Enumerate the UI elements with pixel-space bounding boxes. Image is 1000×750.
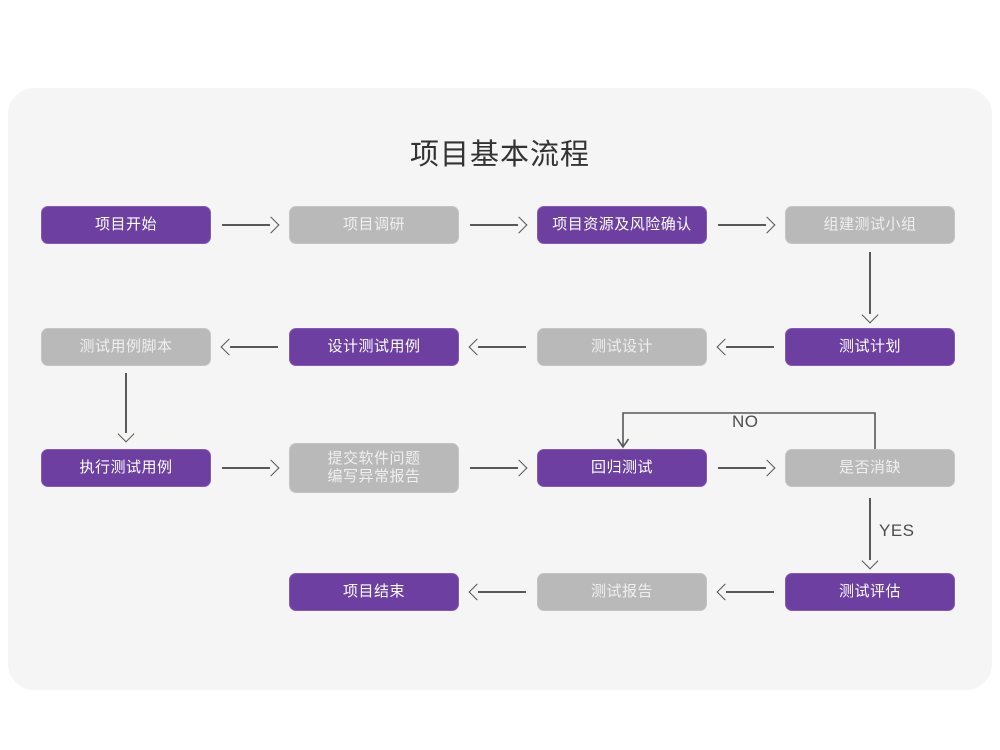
connector-arrow-right [718, 459, 776, 476]
node-design-test-case[interactable]: 设计测试用例 [289, 328, 459, 366]
node-submit-defect-report[interactable]: 提交软件问题 编写异常报告 [289, 443, 459, 493]
node-test-case-script[interactable]: 测试用例脚本 [41, 328, 211, 366]
node-execute-test-case[interactable]: 执行测试用例 [41, 449, 211, 487]
node-project-start[interactable]: 项目开始 [41, 206, 211, 244]
connector-arrow-right [470, 459, 528, 476]
connector-arrow-left [716, 583, 774, 600]
connector-arrow-right [470, 216, 528, 233]
loop-label-yes: YES [879, 521, 915, 540]
node-form-test-team[interactable]: 组建测试小组 [785, 206, 955, 244]
connector-arrow-down-script-to-execute [117, 373, 135, 443]
node-project-end[interactable]: 项目结束 [289, 573, 459, 611]
node-defect-cleared[interactable]: 是否消缺 [785, 449, 955, 487]
loop-label-no: NO [732, 412, 759, 431]
node-test-report[interactable]: 测试报告 [537, 573, 707, 611]
node-test-evaluation[interactable]: 测试评估 [785, 573, 955, 611]
connector-arrow-left [468, 583, 526, 600]
connector-arrow-down-cleared-to-evaluation [861, 498, 879, 570]
connector-arrow-right [222, 459, 280, 476]
page-title: 项目基本流程 [409, 139, 590, 171]
node-test-design[interactable]: 测试设计 [537, 328, 707, 366]
node-regression-test[interactable]: 回归测试 [537, 449, 707, 487]
connector-arrow-left [220, 338, 278, 355]
node-project-research[interactable]: 项目调研 [289, 206, 459, 244]
node-resource-risk-confirm[interactable]: 项目资源及风险确认 [537, 206, 707, 244]
connector-arrow-left [716, 338, 774, 355]
connector-arrow-right [222, 216, 280, 233]
connector-arrow-right [718, 216, 776, 233]
node-test-plan[interactable]: 测试计划 [785, 328, 955, 366]
connector-arrow-left [468, 338, 526, 355]
connector-arrow-down-team-to-plan [861, 252, 879, 324]
